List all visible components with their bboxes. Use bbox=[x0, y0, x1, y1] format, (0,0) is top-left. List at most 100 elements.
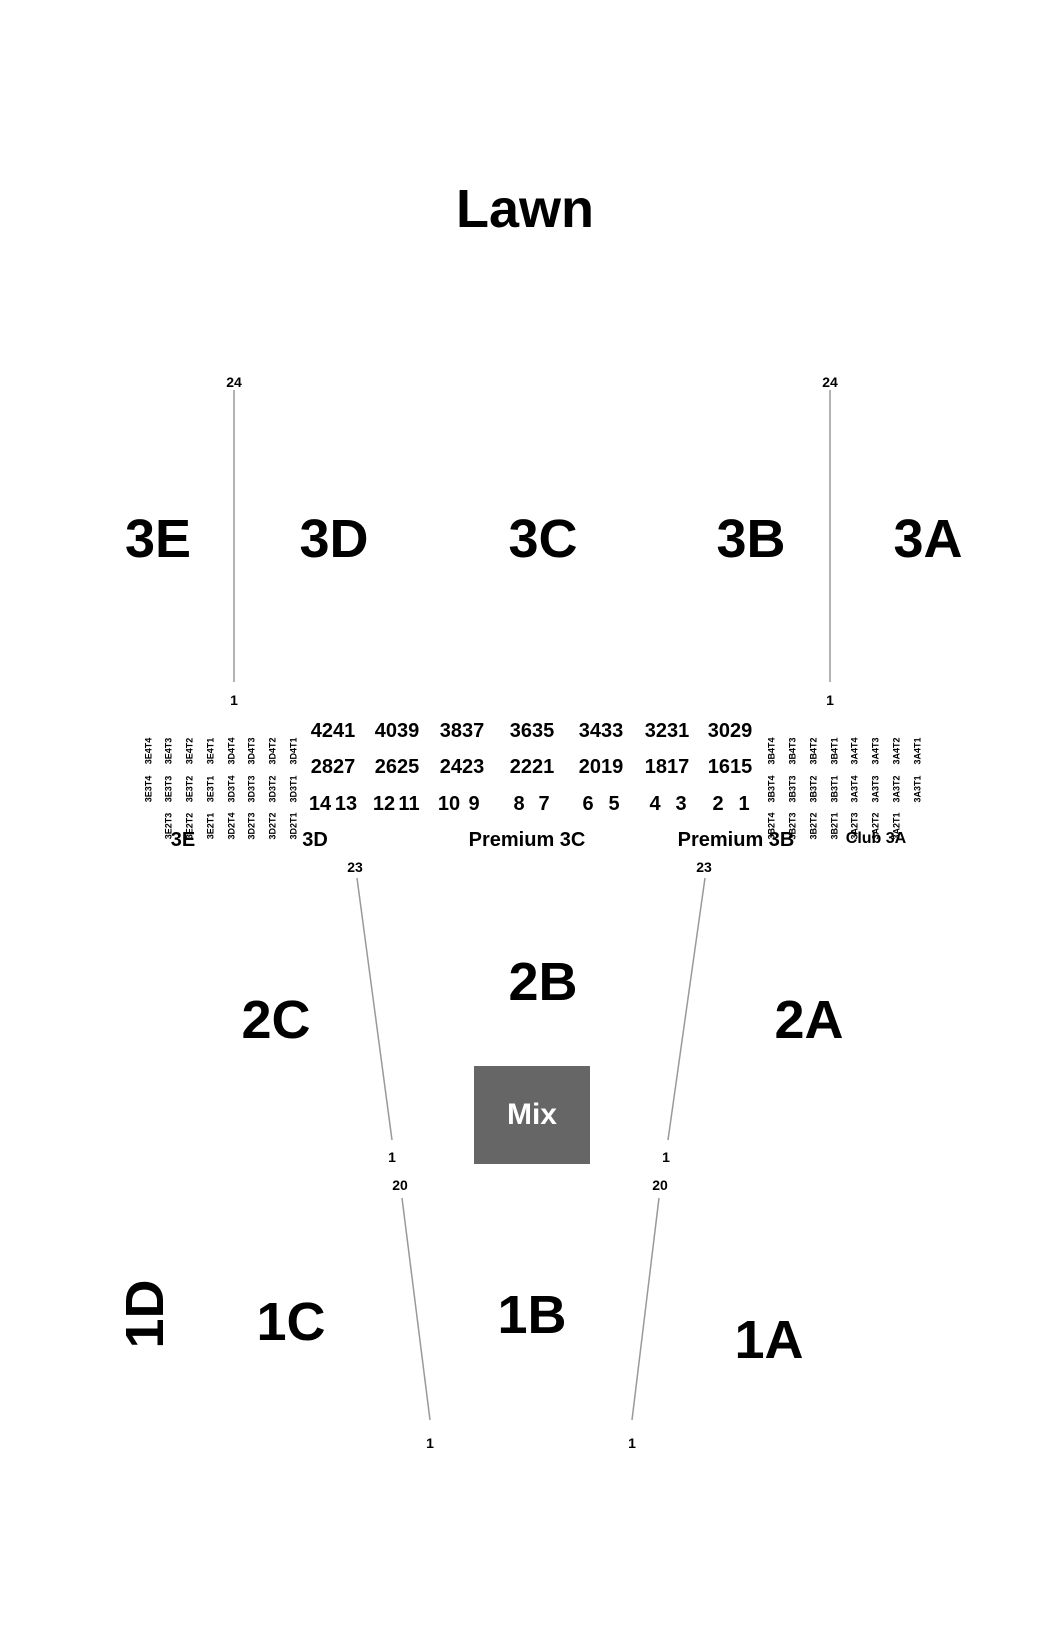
section-3c[interactable]: 3C bbox=[508, 509, 578, 569]
box[interactable]: 40 bbox=[374, 720, 397, 742]
box[interactable]: 13 bbox=[334, 793, 358, 815]
section-3d[interactable]: 3D bbox=[299, 509, 369, 569]
box[interactable]: 24 bbox=[439, 756, 462, 778]
table[interactable]: 3D3T4 bbox=[226, 775, 237, 803]
box[interactable]: 33 bbox=[601, 720, 624, 742]
box[interactable]: 29 bbox=[730, 720, 753, 742]
box-pair: 4241 bbox=[311, 721, 356, 741]
box[interactable]: 19 bbox=[601, 756, 624, 778]
section-3a[interactable]: 3A bbox=[893, 509, 963, 569]
box[interactable]: 41 bbox=[333, 720, 356, 742]
table[interactable]: 3A4T4 bbox=[849, 737, 860, 765]
box[interactable]: 6 bbox=[582, 793, 594, 815]
box[interactable]: 10 bbox=[437, 793, 461, 815]
table[interactable]: 3D3T2 bbox=[267, 775, 278, 803]
table[interactable]: 3E4T4 bbox=[143, 737, 154, 765]
box[interactable]: 27 bbox=[333, 756, 356, 778]
section-3e[interactable]: 3E bbox=[124, 509, 192, 569]
section-1b[interactable]: 1B bbox=[497, 1285, 567, 1345]
table[interactable]: 3B3T4 bbox=[766, 775, 777, 803]
box[interactable]: 26 bbox=[374, 756, 397, 778]
box-pair: 3029 bbox=[708, 721, 753, 741]
table[interactable]: 3B4T1 bbox=[829, 737, 840, 765]
table[interactable]: 3B3T1 bbox=[829, 775, 840, 803]
box[interactable]: 2 bbox=[712, 793, 724, 815]
table[interactable]: 3A3T3 bbox=[870, 775, 881, 803]
box[interactable]: 7 bbox=[538, 793, 550, 815]
table[interactable]: 3D2T2 bbox=[267, 812, 278, 840]
box[interactable]: 23 bbox=[462, 756, 485, 778]
box[interactable]: 21 bbox=[532, 756, 555, 778]
box[interactable]: 16 bbox=[707, 756, 730, 778]
box[interactable]: 20 bbox=[578, 756, 601, 778]
table[interactable]: 3D4T4 bbox=[226, 737, 237, 765]
table[interactable]: 3E2T1 bbox=[205, 812, 216, 840]
table[interactable]: 3A4T2 bbox=[891, 737, 902, 765]
table[interactable]: 3B4T4 bbox=[766, 737, 777, 765]
table[interactable]: 3D4T1 bbox=[288, 737, 299, 765]
box[interactable]: 3 bbox=[675, 793, 687, 815]
box[interactable]: 25 bbox=[397, 756, 420, 778]
table[interactable]: 3E4T1 bbox=[205, 737, 216, 765]
table[interactable]: 3A3T4 bbox=[849, 775, 860, 803]
table[interactable]: 3E3T1 bbox=[205, 775, 216, 803]
box[interactable]: 42 bbox=[310, 720, 333, 742]
box[interactable]: 8 bbox=[513, 793, 525, 815]
aisle-line-1-right bbox=[631, 1197, 660, 1421]
box[interactable]: 31 bbox=[667, 720, 690, 742]
table[interactable]: 3D2T3 bbox=[246, 812, 257, 840]
box[interactable]: 35 bbox=[532, 720, 555, 742]
table[interactable]: 3E3T3 bbox=[163, 775, 174, 803]
mix-box[interactable]: Mix bbox=[474, 1066, 590, 1164]
box[interactable]: 9 bbox=[468, 793, 480, 815]
section-2c[interactable]: 2C bbox=[241, 990, 311, 1050]
box[interactable]: 28 bbox=[310, 756, 333, 778]
table[interactable]: 3A4T1 bbox=[912, 737, 923, 765]
box[interactable]: 32 bbox=[644, 720, 667, 742]
section-1c[interactable]: 1C bbox=[256, 1292, 326, 1352]
box[interactable]: 39 bbox=[397, 720, 420, 742]
table[interactable]: 3B4T2 bbox=[808, 737, 819, 765]
table[interactable]: 3D3T3 bbox=[246, 775, 257, 803]
table[interactable]: 3E3T2 bbox=[184, 775, 195, 803]
section-1d[interactable]: 1D bbox=[115, 1279, 175, 1349]
table[interactable]: 3D2T4 bbox=[226, 812, 237, 840]
section-1a[interactable]: 1A bbox=[734, 1310, 804, 1370]
section-2b[interactable]: 2B bbox=[508, 952, 578, 1012]
table[interactable]: 3E4T3 bbox=[163, 737, 174, 765]
box[interactable]: 5 bbox=[608, 793, 620, 815]
aisle-line-1-left bbox=[401, 1197, 431, 1421]
box[interactable]: 18 bbox=[644, 756, 667, 778]
table[interactable]: 3A4T3 bbox=[870, 737, 881, 765]
table[interactable]: 3A3T1 bbox=[912, 775, 923, 803]
box[interactable]: 1 bbox=[738, 793, 750, 815]
table[interactable]: 3D4T3 bbox=[246, 737, 257, 765]
box[interactable]: 38 bbox=[439, 720, 462, 742]
table[interactable]: 3B2T2 bbox=[808, 812, 819, 840]
box[interactable]: 4 bbox=[649, 793, 661, 815]
table[interactable]: 3D2T1 bbox=[288, 812, 299, 840]
aisle-line-2-left bbox=[356, 877, 393, 1141]
box[interactable]: 34 bbox=[578, 720, 601, 742]
box[interactable]: 15 bbox=[730, 756, 753, 778]
box[interactable]: 11 bbox=[398, 793, 420, 815]
table[interactable]: 3D3T1 bbox=[288, 775, 299, 803]
table[interactable]: 3B3T3 bbox=[787, 775, 798, 803]
table[interactable]: 3E3T4 bbox=[143, 775, 154, 803]
table[interactable]: 3B4T3 bbox=[787, 737, 798, 765]
box[interactable]: 14 bbox=[308, 793, 332, 815]
table[interactable]: 3B2T1 bbox=[829, 812, 840, 840]
section-3b[interactable]: 3B bbox=[716, 509, 786, 569]
lawn-label[interactable]: Lawn bbox=[455, 179, 594, 239]
box[interactable]: 17 bbox=[667, 756, 690, 778]
box[interactable]: 30 bbox=[707, 720, 730, 742]
box[interactable]: 22 bbox=[509, 756, 532, 778]
table[interactable]: 3B3T2 bbox=[808, 775, 819, 803]
table[interactable]: 3D4T2 bbox=[267, 737, 278, 765]
table[interactable]: 3E4T2 bbox=[184, 737, 195, 765]
table[interactable]: 3A3T2 bbox=[891, 775, 902, 803]
box[interactable]: 37 bbox=[462, 720, 485, 742]
section-2a[interactable]: 2A bbox=[774, 990, 844, 1050]
box[interactable]: 12 bbox=[372, 793, 396, 815]
box[interactable]: 36 bbox=[509, 720, 532, 742]
